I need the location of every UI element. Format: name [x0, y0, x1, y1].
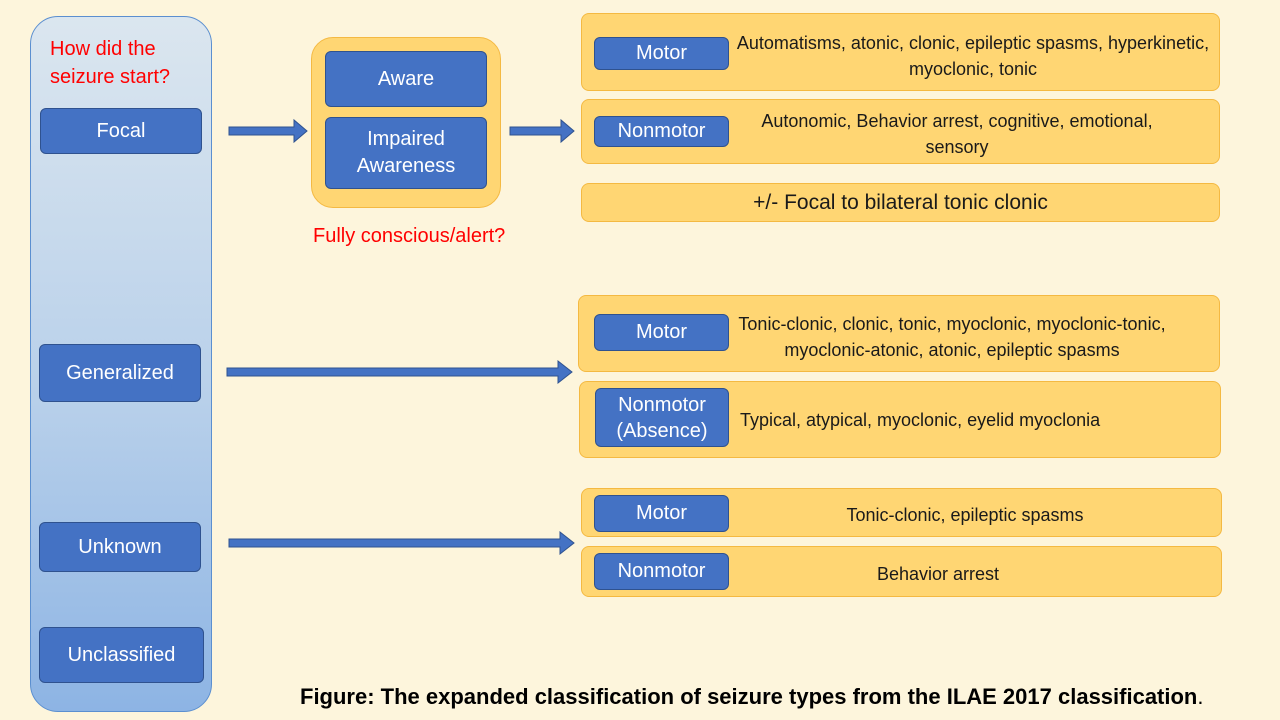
onset-question: How did the seizure start? — [50, 38, 171, 88]
focal-nonmotor-types: Autonomic, Behavior arrest, cognitive, e… — [761, 111, 1153, 157]
unknown-nonmotor-tag[interactable]: Nonmotor — [594, 553, 729, 590]
generalized-nonmotor-tag[interactable]: Nonmotor (Absence) — [595, 388, 729, 447]
caption-period: . — [1197, 684, 1204, 709]
arrow-generalized — [226, 359, 573, 385]
focal-motor-types: Automatisms, atonic, clonic, epileptic s… — [736, 33, 1210, 79]
caption-text: Figure: The expanded classification of s… — [300, 684, 1198, 709]
onset-focal[interactable]: Focal — [40, 108, 202, 154]
arrow-focal-to-awareness — [228, 118, 308, 144]
focal-motor-tag[interactable]: Motor — [594, 37, 729, 70]
arrow-unknown — [228, 530, 575, 556]
aware-button[interactable]: Aware — [325, 51, 487, 107]
onset-unknown[interactable]: Unknown — [39, 522, 201, 572]
arrow-awareness-to-focal-types — [509, 118, 575, 144]
onset-unclassified[interactable]: Unclassified — [39, 627, 204, 683]
unknown-motor-types: Tonic-clonic, epileptic spasms — [846, 505, 1084, 525]
awareness-question: Fully conscious/alert? — [313, 225, 506, 247]
onset-generalized[interactable]: Generalized — [39, 344, 201, 402]
focal-nonmotor-tag[interactable]: Nonmotor — [594, 116, 729, 147]
unknown-motor-tag[interactable]: Motor — [594, 495, 729, 532]
generalized-nonmotor-types: Typical, atypical, myoclonic, eyelid myo… — [740, 410, 1101, 430]
generalized-motor-tag[interactable]: Motor — [594, 314, 729, 351]
unknown-nonmotor-types: Behavior arrest — [876, 564, 1000, 584]
focal-to-bilateral-panel: +/- Focal to bilateral tonic clonic — [581, 183, 1220, 222]
figure-caption: Figure: The expanded classification of s… — [300, 684, 1204, 710]
impaired-awareness-button[interactable]: Impaired Awareness — [325, 117, 487, 189]
generalized-motor-types: Tonic-clonic, clonic, tonic, myoclonic, … — [738, 314, 1166, 360]
